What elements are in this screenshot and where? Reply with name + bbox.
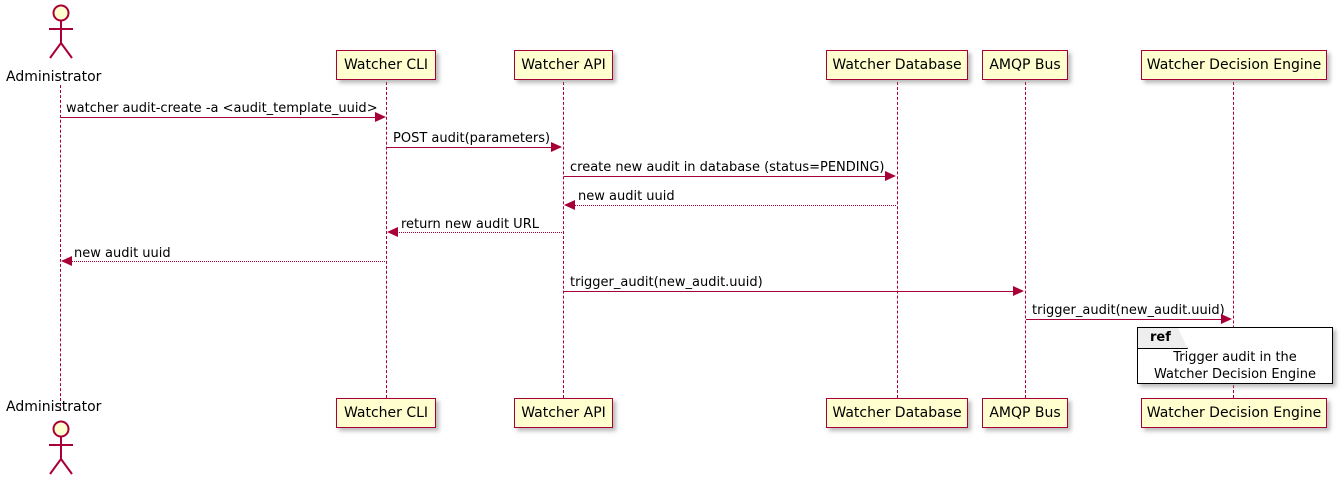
participant-label: Watcher API	[521, 405, 606, 421]
message-arrowhead-4	[564, 200, 575, 210]
participant-label: Watcher API	[521, 57, 606, 73]
lifeline-watcher-database	[897, 82, 898, 398]
ref-fragment-body: Trigger audit in the Watcher Decision En…	[1154, 350, 1316, 382]
message-line-2	[387, 147, 551, 148]
message-label-7: trigger_audit(new_audit.uuid)	[570, 275, 763, 290]
message-label-8: trigger_audit(new_audit.uuid)	[1032, 303, 1225, 318]
participant-watcher-cli-top[interactable]: Watcher CLI	[336, 50, 436, 80]
lifeline-amqp-bus	[1025, 82, 1026, 398]
participant-label: AMQP Bus	[989, 57, 1061, 73]
message-line-8	[1026, 319, 1221, 320]
message-line-1	[61, 117, 376, 118]
participant-label: Watcher CLI	[343, 57, 429, 73]
message-label-2: POST audit(parameters)	[393, 131, 551, 146]
participant-watcher-decision-engine-bottom[interactable]: Watcher Decision Engine	[1141, 398, 1327, 428]
actor-label-top: Administrator	[6, 69, 102, 85]
message-line-3	[564, 176, 885, 177]
participant-watcher-decision-engine-top[interactable]: Watcher Decision Engine	[1141, 50, 1327, 80]
message-line-5	[397, 232, 562, 233]
message-label-4: new audit uuid	[578, 189, 675, 204]
participant-label: Watcher Database	[832, 405, 962, 421]
ref-fragment[interactable]: ref Trigger audit in the Watcher Decisio…	[1137, 327, 1333, 384]
participant-watcher-database-bottom[interactable]: Watcher Database	[826, 398, 968, 428]
lifeline-administrator	[60, 85, 61, 411]
participant-amqp-bus-top[interactable]: AMQP Bus	[982, 50, 1068, 80]
message-arrowhead-6	[61, 256, 72, 266]
actor-administrator-top	[49, 4, 73, 59]
actor-label-bottom: Administrator	[6, 399, 102, 415]
message-arrowhead-7	[1013, 286, 1024, 296]
actor-administrator-bottom	[49, 420, 73, 475]
participant-label: Watcher Database	[832, 57, 962, 73]
message-label-5: return new audit URL	[401, 217, 539, 232]
lifeline-watcher-cli	[386, 82, 387, 398]
participant-label: AMQP Bus	[989, 405, 1061, 421]
participant-label: Watcher Decision Engine	[1146, 405, 1322, 421]
message-arrowhead-8	[1221, 314, 1232, 324]
lifeline-watcher-api	[563, 82, 564, 398]
participant-watcher-cli-bottom[interactable]: Watcher CLI	[336, 398, 436, 428]
message-line-4	[574, 205, 896, 206]
participant-label: Watcher Decision Engine	[1146, 57, 1322, 73]
participant-label: Watcher CLI	[343, 405, 429, 421]
message-label-6: new audit uuid	[74, 246, 171, 261]
participant-watcher-api-top[interactable]: Watcher API	[514, 50, 613, 80]
message-label-3: create new audit in database (status=PEN…	[570, 160, 885, 175]
message-arrowhead-2	[551, 142, 562, 152]
message-line-6	[71, 261, 385, 262]
message-arrowhead-3	[885, 171, 896, 181]
message-arrowhead-1	[375, 112, 386, 122]
lifeline-watcher-decision-engine	[1233, 82, 1234, 398]
message-label-1: watcher audit-create -a <audit_template_…	[66, 101, 378, 116]
message-line-7	[564, 291, 1013, 292]
ref-fragment-tab: ref	[1138, 328, 1188, 349]
participant-watcher-api-bottom[interactable]: Watcher API	[514, 398, 613, 428]
participant-watcher-database-top[interactable]: Watcher Database	[826, 50, 968, 80]
participant-amqp-bus-bottom[interactable]: AMQP Bus	[982, 398, 1068, 428]
message-arrowhead-5	[387, 227, 398, 237]
